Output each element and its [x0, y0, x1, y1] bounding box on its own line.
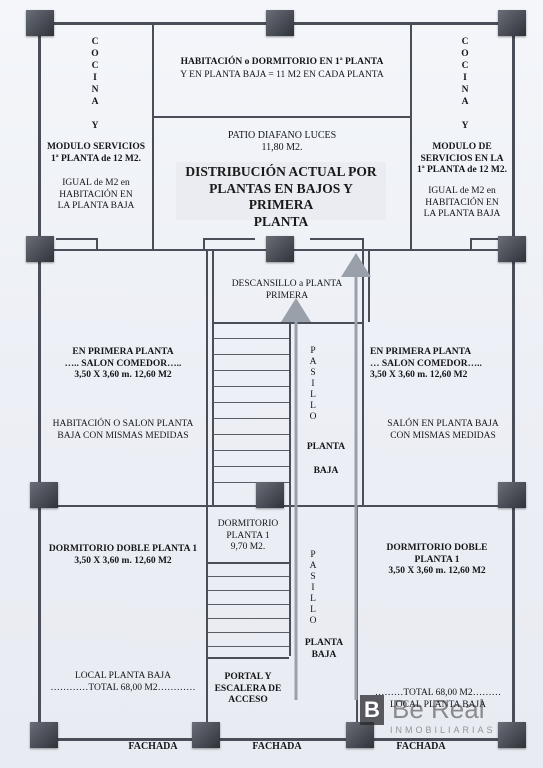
label-cocina-right: C O C I N A Y: [461, 37, 469, 131]
label-modulo-left: MODULO SERVICIOS 1ª PLANTA de 12 M2.: [46, 142, 146, 164]
label-local-left: LOCAL PLANTA BAJA …………TOTAL 68,00 M2…………: [50, 671, 196, 693]
pillar: [26, 236, 54, 262]
wall-door-r1: [470, 238, 502, 240]
label-modulo-right: MODULO DE SERVICIOS EN LA 1ª PLANTA de 1…: [416, 142, 508, 175]
pillar: [498, 482, 526, 508]
wall-upper-right: [410, 22, 412, 250]
wall-dorm-center-bottom: [207, 562, 289, 564]
label-portal: PORTAL Y ESCALERA DE ACCESO: [214, 672, 282, 705]
label-local-right: ………TOTAL 68,00 M2……… LOCAL PLANTA BAJA: [374, 688, 502, 710]
label-habitacion-top-1: HABITACIÓN o DORMITORIO EN 1ª PLANTA: [180, 57, 384, 67]
diagram-title: DISTRIBUCIÓN ACTUAL POR PLANTAS EN BAJOS…: [185, 164, 377, 229]
label-salon-right: EN PRIMERA PLANTA … SALON COMEDOR….. 3,5…: [370, 347, 482, 380]
pillar: [498, 236, 526, 262]
wall-door-r1-v: [470, 238, 472, 250]
label-dormitorio-center: DORMITORIO PLANTA 1 9,70 M2.: [217, 519, 279, 552]
wall-upper-left: [152, 22, 154, 250]
label-salon-left: EN PRIMERA PLANTA ….. SALON COMEDOR….. 3…: [64, 347, 182, 380]
wall-habitacion-bottom: [152, 116, 412, 118]
wall-bottom: [38, 738, 515, 741]
label-planta-baja-upper: PLANTA BAJA: [306, 442, 346, 476]
label-pasillo-lower: P A S I L L O: [309, 550, 317, 626]
lower-stairs: [208, 564, 289, 656]
fachada-label: FACHADA: [396, 741, 446, 752]
pillar: [256, 482, 284, 508]
wall-left: [38, 22, 41, 740]
wall-door-l2: [203, 238, 255, 240]
pillar: [498, 10, 526, 36]
pillar: [266, 236, 294, 262]
label-igual-right: IGUAL de M2 en HABITACIÓN EN LA PLANTA B…: [423, 186, 501, 219]
label-dormitorio-doble-left: DORMITORIO DOBLE PLANTA 1 3,50 X 3,60 m.…: [48, 544, 198, 566]
wall-pasillo-right-inner: [368, 250, 370, 322]
pillar: [26, 10, 54, 36]
pillar: [266, 10, 294, 36]
pillar: [346, 722, 374, 748]
label-cocina-left: C O C I N A Y: [91, 37, 99, 131]
fachada-label: FACHADA: [252, 741, 302, 752]
wall-door-l3-v2: [362, 238, 364, 250]
label-igual-left: IGUAL de M2 en HABITACIÓN EN LA PLANTA B…: [57, 178, 135, 211]
wall-door-l3: [310, 238, 362, 240]
title-background: [176, 162, 386, 220]
wall-door-l1-v: [96, 238, 98, 250]
label-pasillo-upper: P A S I L L O: [309, 346, 317, 422]
label-habitacion-top-2: Y EN PLANTA BAJA = 11 M2 EN CADA PLANTA: [180, 70, 384, 80]
wall-door-l1: [56, 238, 96, 240]
wall-descansillo-bottom: [212, 322, 362, 324]
label-patio: PATIO DIAFANO LUCES 11,80 M2.: [227, 130, 337, 153]
wall-right: [512, 22, 515, 740]
be-real-logo: B Be Real INMOBILIARIAS: [358, 694, 543, 740]
wall-stair-left-inner: [212, 250, 214, 506]
fachada-label: FACHADA: [128, 741, 178, 752]
wall-pasillo-right: [362, 250, 364, 506]
wall-stair2-right: [289, 506, 291, 656]
pillar: [192, 722, 220, 748]
label-salon-right-baja: SALÓN EN PLANTA BAJA CON MISMAS MEDIDAS: [387, 419, 499, 441]
label-habitacion-left-baja: HABITACIÓN O SALON PLANTA BAJA CON MISMA…: [52, 419, 194, 441]
label-planta-baja-lower: PLANTA BAJA: [304, 638, 344, 660]
pillar: [498, 722, 526, 748]
pillar: [30, 482, 58, 508]
logo-tagline: INMOBILIARIAS: [390, 725, 496, 735]
upper-stairs: [213, 324, 289, 504]
pillar: [30, 722, 58, 748]
wall-stair-right: [289, 322, 291, 506]
logo-mark: B: [360, 695, 384, 725]
wall-lower-left: [206, 506, 208, 740]
wall-stair-left: [206, 250, 208, 506]
wall-portal-top: [207, 657, 289, 659]
label-descansillo: DESCANSILLO a PLANTA PRIMERA: [231, 279, 343, 301]
wall-door-l2-v1: [203, 238, 205, 250]
label-dormitorio-doble-right: DORMITORIO DOBLE PLANTA 1 3,50 X 3,60 m.…: [386, 543, 488, 576]
logo-name: Be Real: [392, 694, 485, 724]
